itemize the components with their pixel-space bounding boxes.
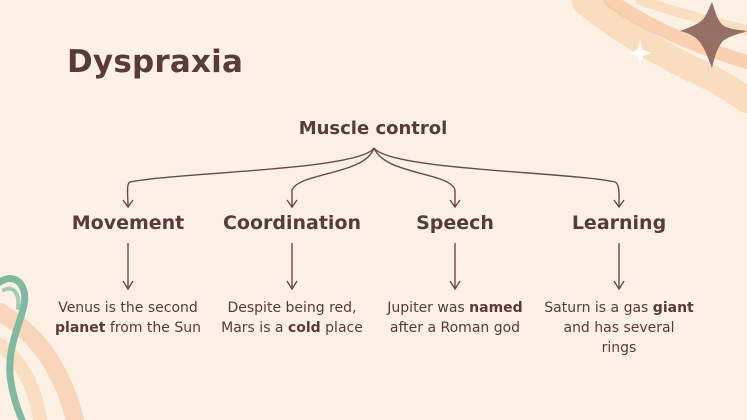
emphasis-text: cold — [287, 320, 321, 336]
emphasis-text: planet — [55, 320, 106, 336]
branch-heading-learning: Learning — [571, 212, 667, 234]
green-brush-stroke — [0, 275, 29, 420]
emphasis-text: giant — [652, 300, 694, 316]
branch-line-learning — [373, 147, 620, 207]
branch-desc-speech: Jupiter was named after a Roman god — [387, 300, 523, 336]
branch-desc-movement: Venus is the second planet from the Sun — [55, 300, 201, 336]
branch-desc-coordination: Despite being red, Mars is a cold place — [221, 300, 363, 336]
branch-heading-speech: Speech — [416, 212, 494, 234]
branch-heading-coordination: Coordination — [222, 212, 362, 234]
star-shape-icon — [680, 2, 747, 68]
branch-line-speech — [373, 147, 456, 206]
branch-line-movement — [126, 147, 375, 207]
branch-desc-learning: Saturn is a gas giant and has several ri… — [544, 300, 694, 356]
emphasis-text: named — [469, 300, 523, 316]
slide-title: Dyspraxia — [67, 44, 244, 80]
root-node-label: Muscle control — [298, 118, 448, 139]
branch-heading-movement: Movement — [71, 212, 185, 234]
sparkle-icon — [628, 40, 652, 66]
branch-line-coordination — [291, 147, 375, 206]
